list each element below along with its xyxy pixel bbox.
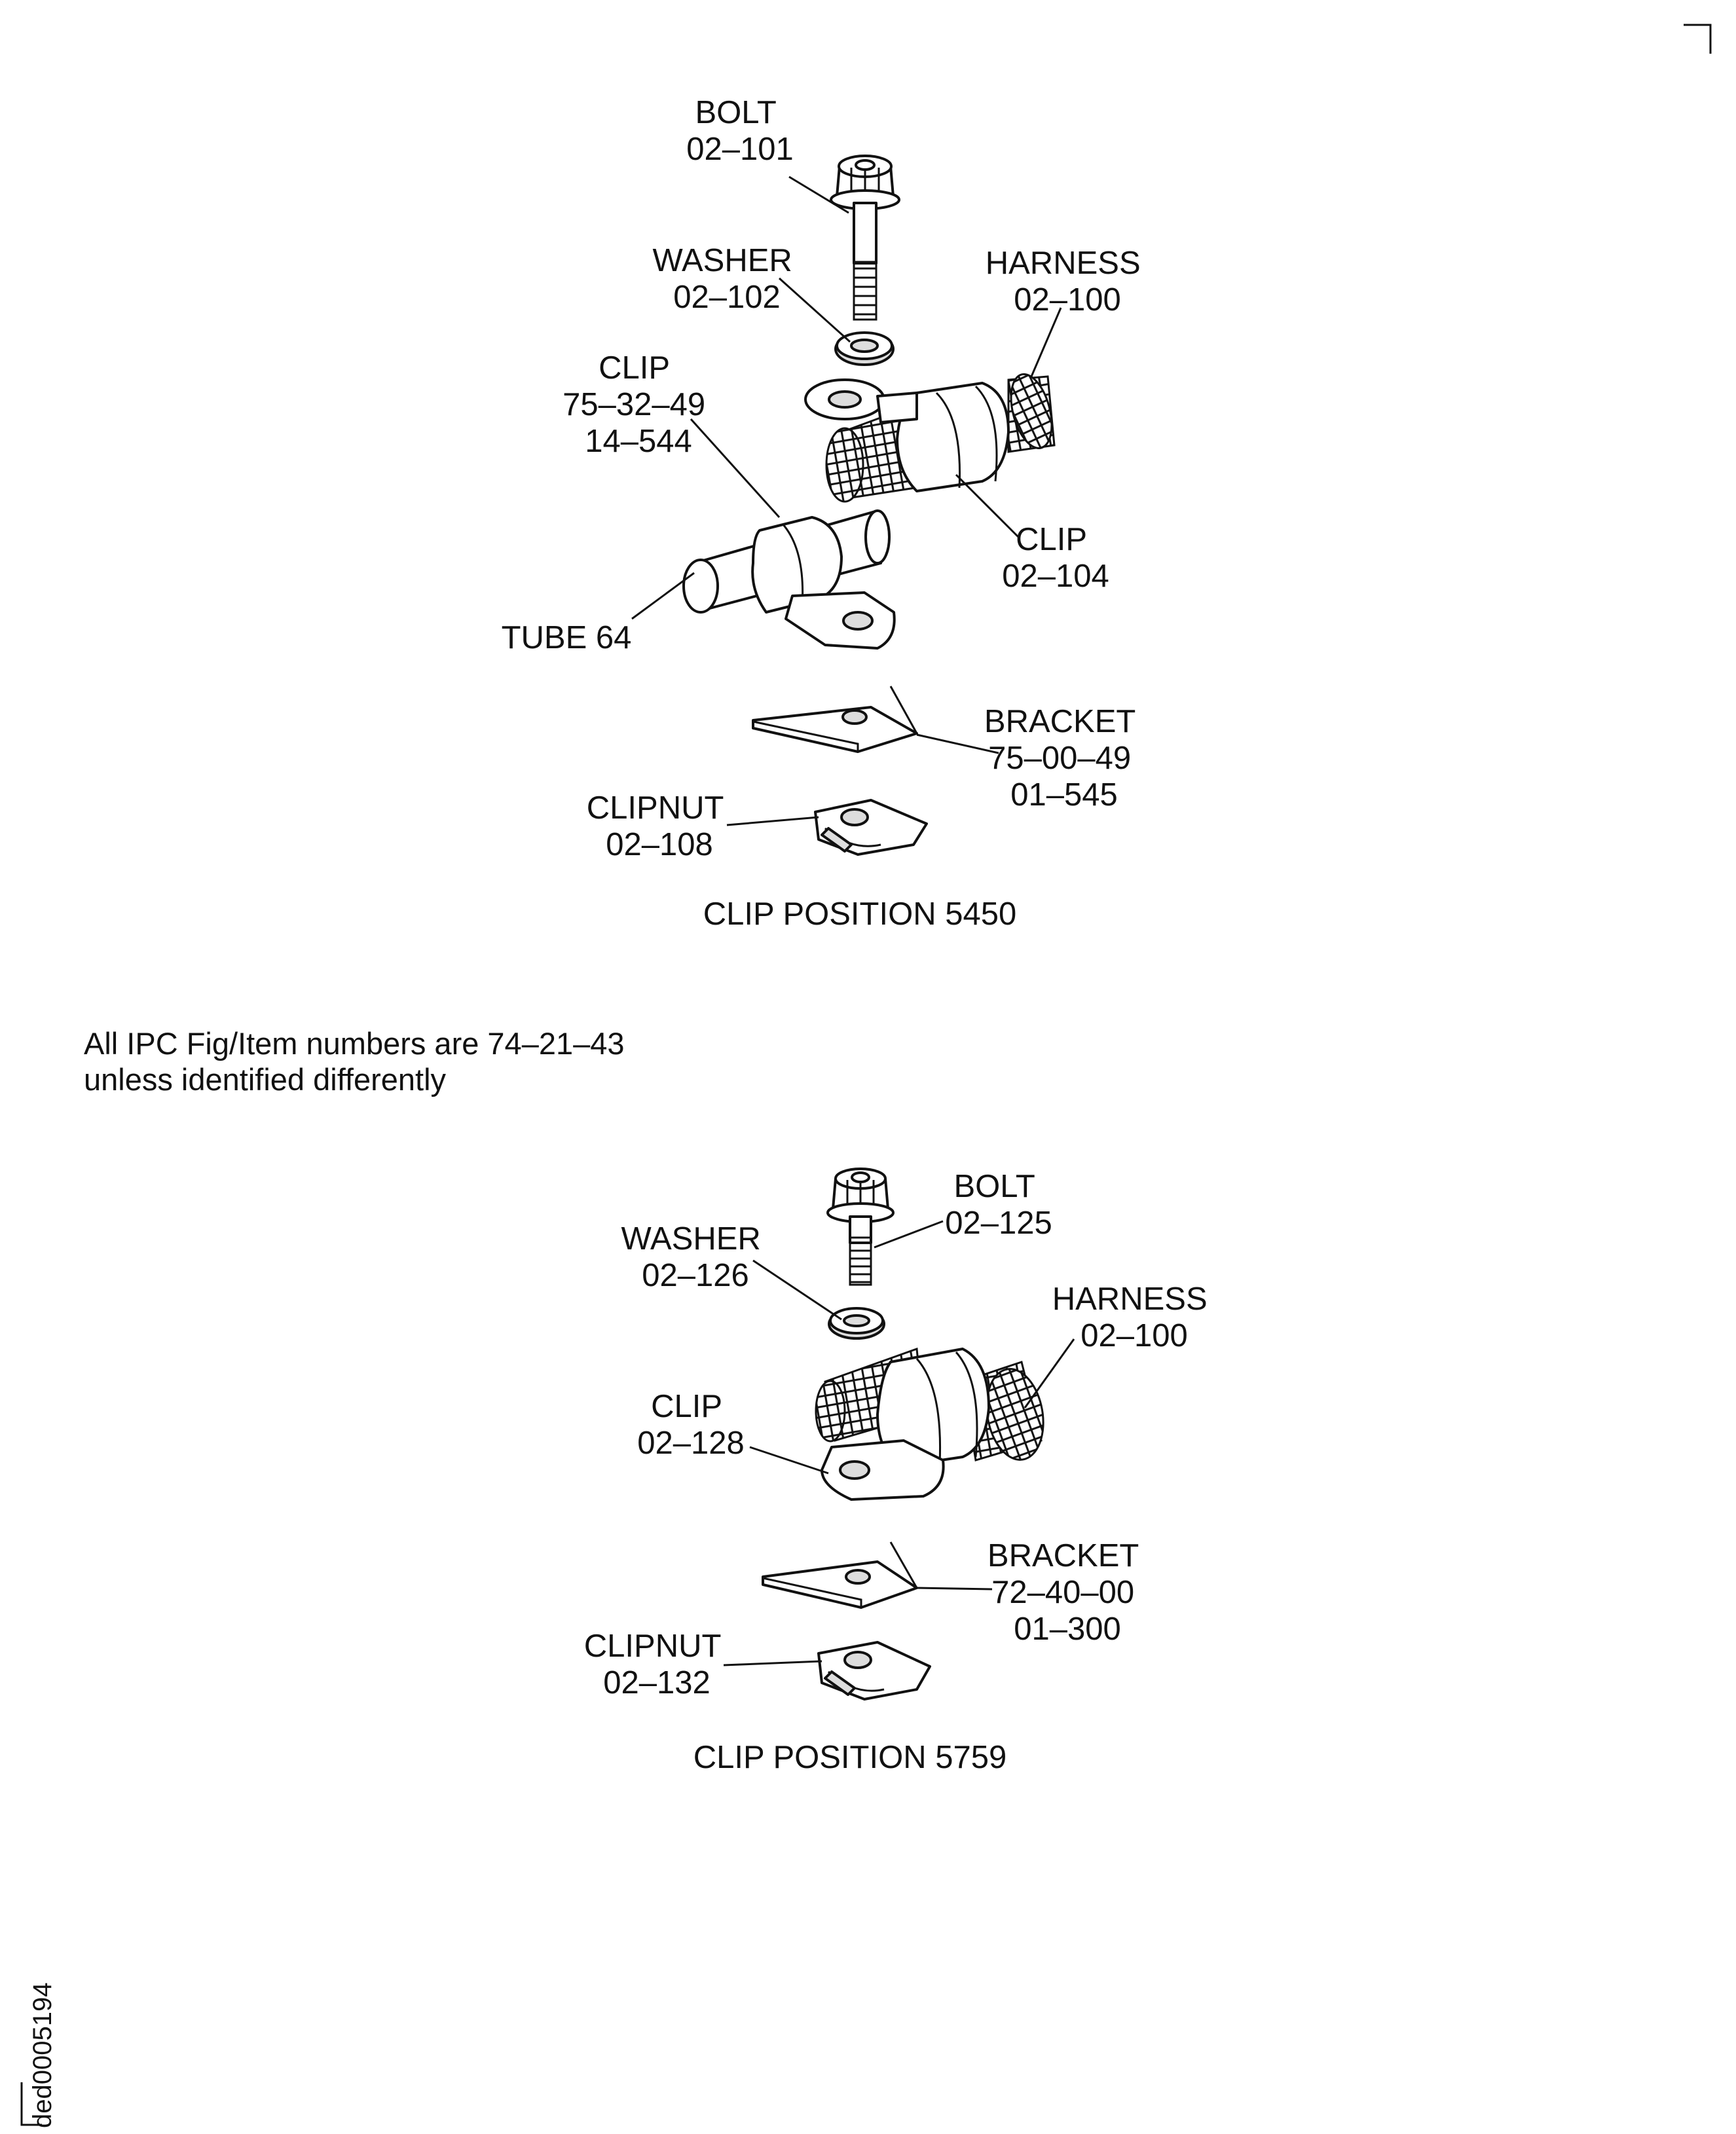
bracket-part (752, 686, 918, 753)
crop-mark-bottom-left (20, 2082, 42, 2126)
leader-clip-2 (749, 1446, 829, 1475)
bracket-part-2 (762, 1541, 918, 1609)
caption-clip-position-5450: CLIP POSITION 5450 (703, 896, 1016, 932)
label-washer: WASHER 02–102 (653, 243, 802, 315)
leader-clip-tube (690, 418, 781, 519)
assembly-clip-position-5450: BOLT 02–101 WASHER 02–102 HARNESS 02–100… (502, 95, 1150, 932)
label-clipnut-2: CLIPNUT 02–132 (584, 1628, 729, 1701)
leader-clipnut-2 (723, 1660, 822, 1666)
bolt-part (830, 155, 900, 321)
leader-bolt (788, 175, 849, 214)
leader-bolt-2 (874, 1220, 944, 1249)
label-tube: TUBE 64 (502, 620, 632, 655)
label-clipnut: CLIPNUT 02–108 (587, 790, 732, 862)
leader-bracket-2 (916, 1587, 993, 1591)
leader-clipnut (726, 816, 819, 826)
label-clip-tube: CLIP 75–32–49 14–544 (563, 350, 714, 459)
assembly-clip-position-5759: BOLT 02–125 WASHER 02–126 HARNESS 02–100… (584, 1168, 1217, 1775)
label-bracket-2: BRACKET 72–40–00 01–300 (988, 1538, 1147, 1647)
tube-clip-part (682, 509, 896, 650)
label-bolt: BOLT 02–101 (686, 95, 794, 167)
clipnut-part (814, 799, 928, 856)
drawing-code: ded0005194 (28, 1983, 57, 2128)
label-bolt-2: BOLT 02–125 (945, 1169, 1052, 1241)
leader-harness (1030, 307, 1062, 377)
leader-washer-2 (752, 1259, 842, 1321)
bolt-part-2 (826, 1168, 895, 1286)
label-washer-2: WASHER 02–126 (621, 1221, 770, 1293)
washer-part-2 (828, 1307, 885, 1340)
harness-clip-part-2 (815, 1347, 1044, 1501)
label-harness-2: HARNESS 02–100 (1052, 1281, 1217, 1353)
ipc-note: All IPC Fig/Item numbers are 74–21–43 un… (84, 1026, 633, 1097)
washer-part (834, 331, 895, 366)
label-clip-2: CLIP 02–128 (637, 1389, 745, 1461)
leader-washer (778, 277, 851, 343)
label-bracket: BRACKET 75–00–49 01–545 (984, 704, 1144, 813)
leader-bracket (916, 733, 999, 754)
leader-harness-2 (1024, 1338, 1075, 1408)
leader-tube (631, 572, 695, 620)
label-clip-harness: CLIP 02–104 (1002, 522, 1109, 594)
label-harness: HARNESS 02–100 (986, 246, 1150, 318)
harness-clip-part (804, 373, 1056, 503)
caption-clip-position-5759: CLIP POSITION 5759 (693, 1740, 1007, 1775)
leader-clip-harness (955, 473, 1020, 538)
crop-mark-top-right (1684, 24, 1712, 54)
clipnut-part-2 (817, 1641, 931, 1701)
